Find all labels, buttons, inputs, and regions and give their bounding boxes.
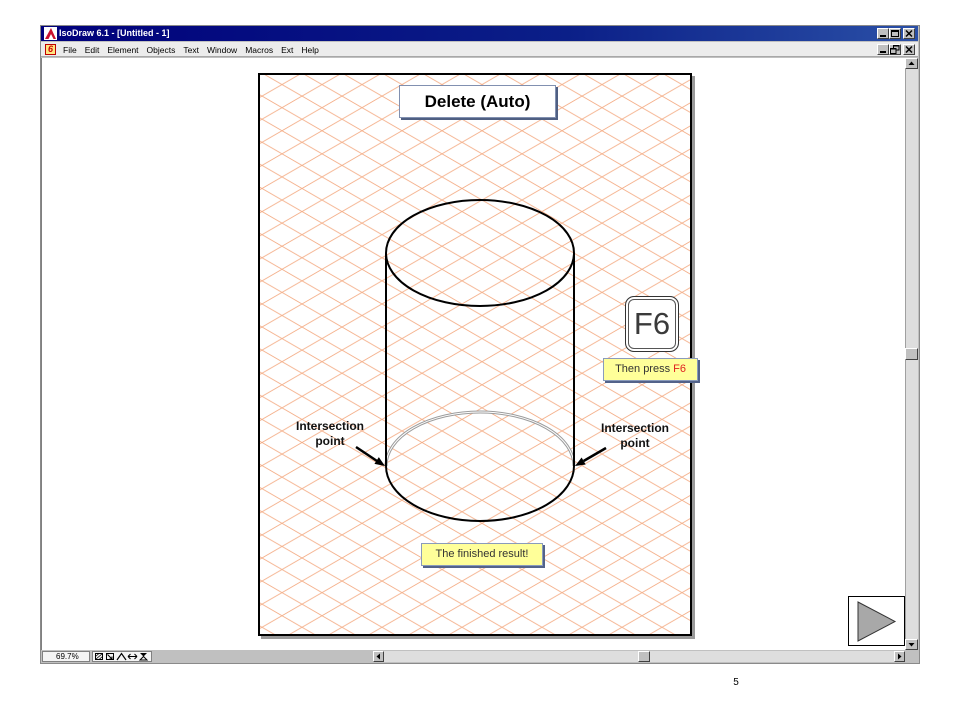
page-drawing: [258, 73, 692, 636]
isometric-grid: [258, 73, 692, 636]
intersection-label-left: Intersection point: [280, 419, 380, 449]
intersection-label-right-line2: point: [620, 436, 650, 450]
status-bar: 69.7%: [41, 650, 918, 663]
next-slide-button[interactable]: [848, 596, 905, 646]
intersection-label-left-line2: point: [315, 434, 345, 448]
minimize-button[interactable]: [877, 28, 889, 39]
menu-items: File Edit Element Objects Text Window Ma…: [59, 42, 323, 57]
horizontal-scroll-thumb[interactable]: [637, 651, 650, 662]
document-icon[interactable]: 6: [45, 44, 56, 55]
doc-restore-button[interactable]: [889, 44, 901, 55]
restore-icon: [890, 45, 900, 54]
intersection-label-left-line1: Intersection: [295, 419, 364, 433]
menu-macros[interactable]: Macros: [245, 44, 274, 55]
close-icon: [904, 29, 914, 38]
doc-minimize-button[interactable]: [877, 44, 889, 55]
close-icon: [904, 45, 914, 54]
callout-press-key-name: F6: [673, 363, 686, 375]
isodraw-app-icon[interactable]: [44, 27, 57, 40]
window-title: IsoDraw 6.1 - [Untitled - 1]: [59, 28, 170, 38]
minimize-icon: [878, 45, 888, 54]
snap-grid-icon[interactable]: [94, 652, 105, 661]
intersection-arrow-right: [575, 446, 607, 466]
minimize-icon: [878, 29, 888, 38]
scroll-up-button[interactable]: [905, 58, 918, 69]
intersection-label-right: Intersection point: [585, 421, 685, 451]
arrow-down-icon: [906, 640, 917, 649]
scroll-right-button[interactable]: [894, 651, 905, 662]
document-page[interactable]: [258, 73, 692, 636]
scroll-down-button[interactable]: [905, 639, 918, 650]
direction-icon[interactable]: [127, 652, 138, 661]
slide-title: Delete (Auto): [399, 85, 556, 118]
callout-press-text: Then press: [615, 363, 671, 375]
isodraw-window: IsoDraw 6.1 - [Untitled - 1] 6 File Edit…: [40, 25, 920, 664]
hourglass-icon[interactable]: [138, 652, 149, 661]
maximize-icon: [890, 29, 900, 38]
maximize-button[interactable]: [889, 28, 901, 39]
status-tools: [92, 651, 152, 662]
cylinder: [385, 199, 575, 522]
resize-corner[interactable]: [905, 650, 918, 663]
menu-ext[interactable]: Ext: [281, 44, 294, 55]
page-border: [258, 73, 692, 636]
vertical-scrollbar[interactable]: [905, 58, 918, 650]
angle-icon[interactable]: [116, 652, 127, 661]
callout-finished-result: The finished result!: [421, 543, 543, 566]
arrow-left-icon: [374, 652, 383, 661]
doc-close-button[interactable]: [903, 44, 915, 55]
scroll-left-button[interactable]: [373, 651, 384, 662]
slide-page-number: 5: [733, 677, 739, 688]
cylinder-back-edge-inner: [385, 411, 575, 467]
close-button[interactable]: [903, 28, 915, 39]
arrow-up-icon: [906, 59, 917, 68]
menu-help[interactable]: Help: [301, 44, 319, 55]
menu-text[interactable]: Text: [183, 44, 199, 55]
menu-objects[interactable]: Objects: [146, 44, 176, 55]
arrow-right-icon: [895, 652, 904, 661]
menu-window[interactable]: Window: [206, 44, 238, 55]
menu-edit[interactable]: Edit: [84, 44, 100, 55]
horizontal-scrollbar[interactable]: [373, 651, 905, 662]
menu-bar: 6 File Edit Element Objects Text Window …: [41, 42, 918, 57]
f6-key-icon: F6: [625, 296, 679, 352]
intersection-label-right-line1: Intersection: [600, 421, 669, 435]
intersection-arrow-left: [355, 445, 385, 466]
zoom-field[interactable]: 69.7%: [42, 651, 90, 662]
snap-point-icon[interactable]: [105, 652, 116, 661]
menu-file[interactable]: File: [63, 44, 77, 55]
title-bar[interactable]: IsoDraw 6.1 - [Untitled - 1]: [41, 26, 918, 41]
cylinder-bottom-front-arc: [385, 465, 575, 522]
next-slide-icon: [849, 597, 904, 645]
vertical-scroll-thumb[interactable]: [905, 348, 918, 360]
menu-element[interactable]: Element: [107, 44, 139, 55]
